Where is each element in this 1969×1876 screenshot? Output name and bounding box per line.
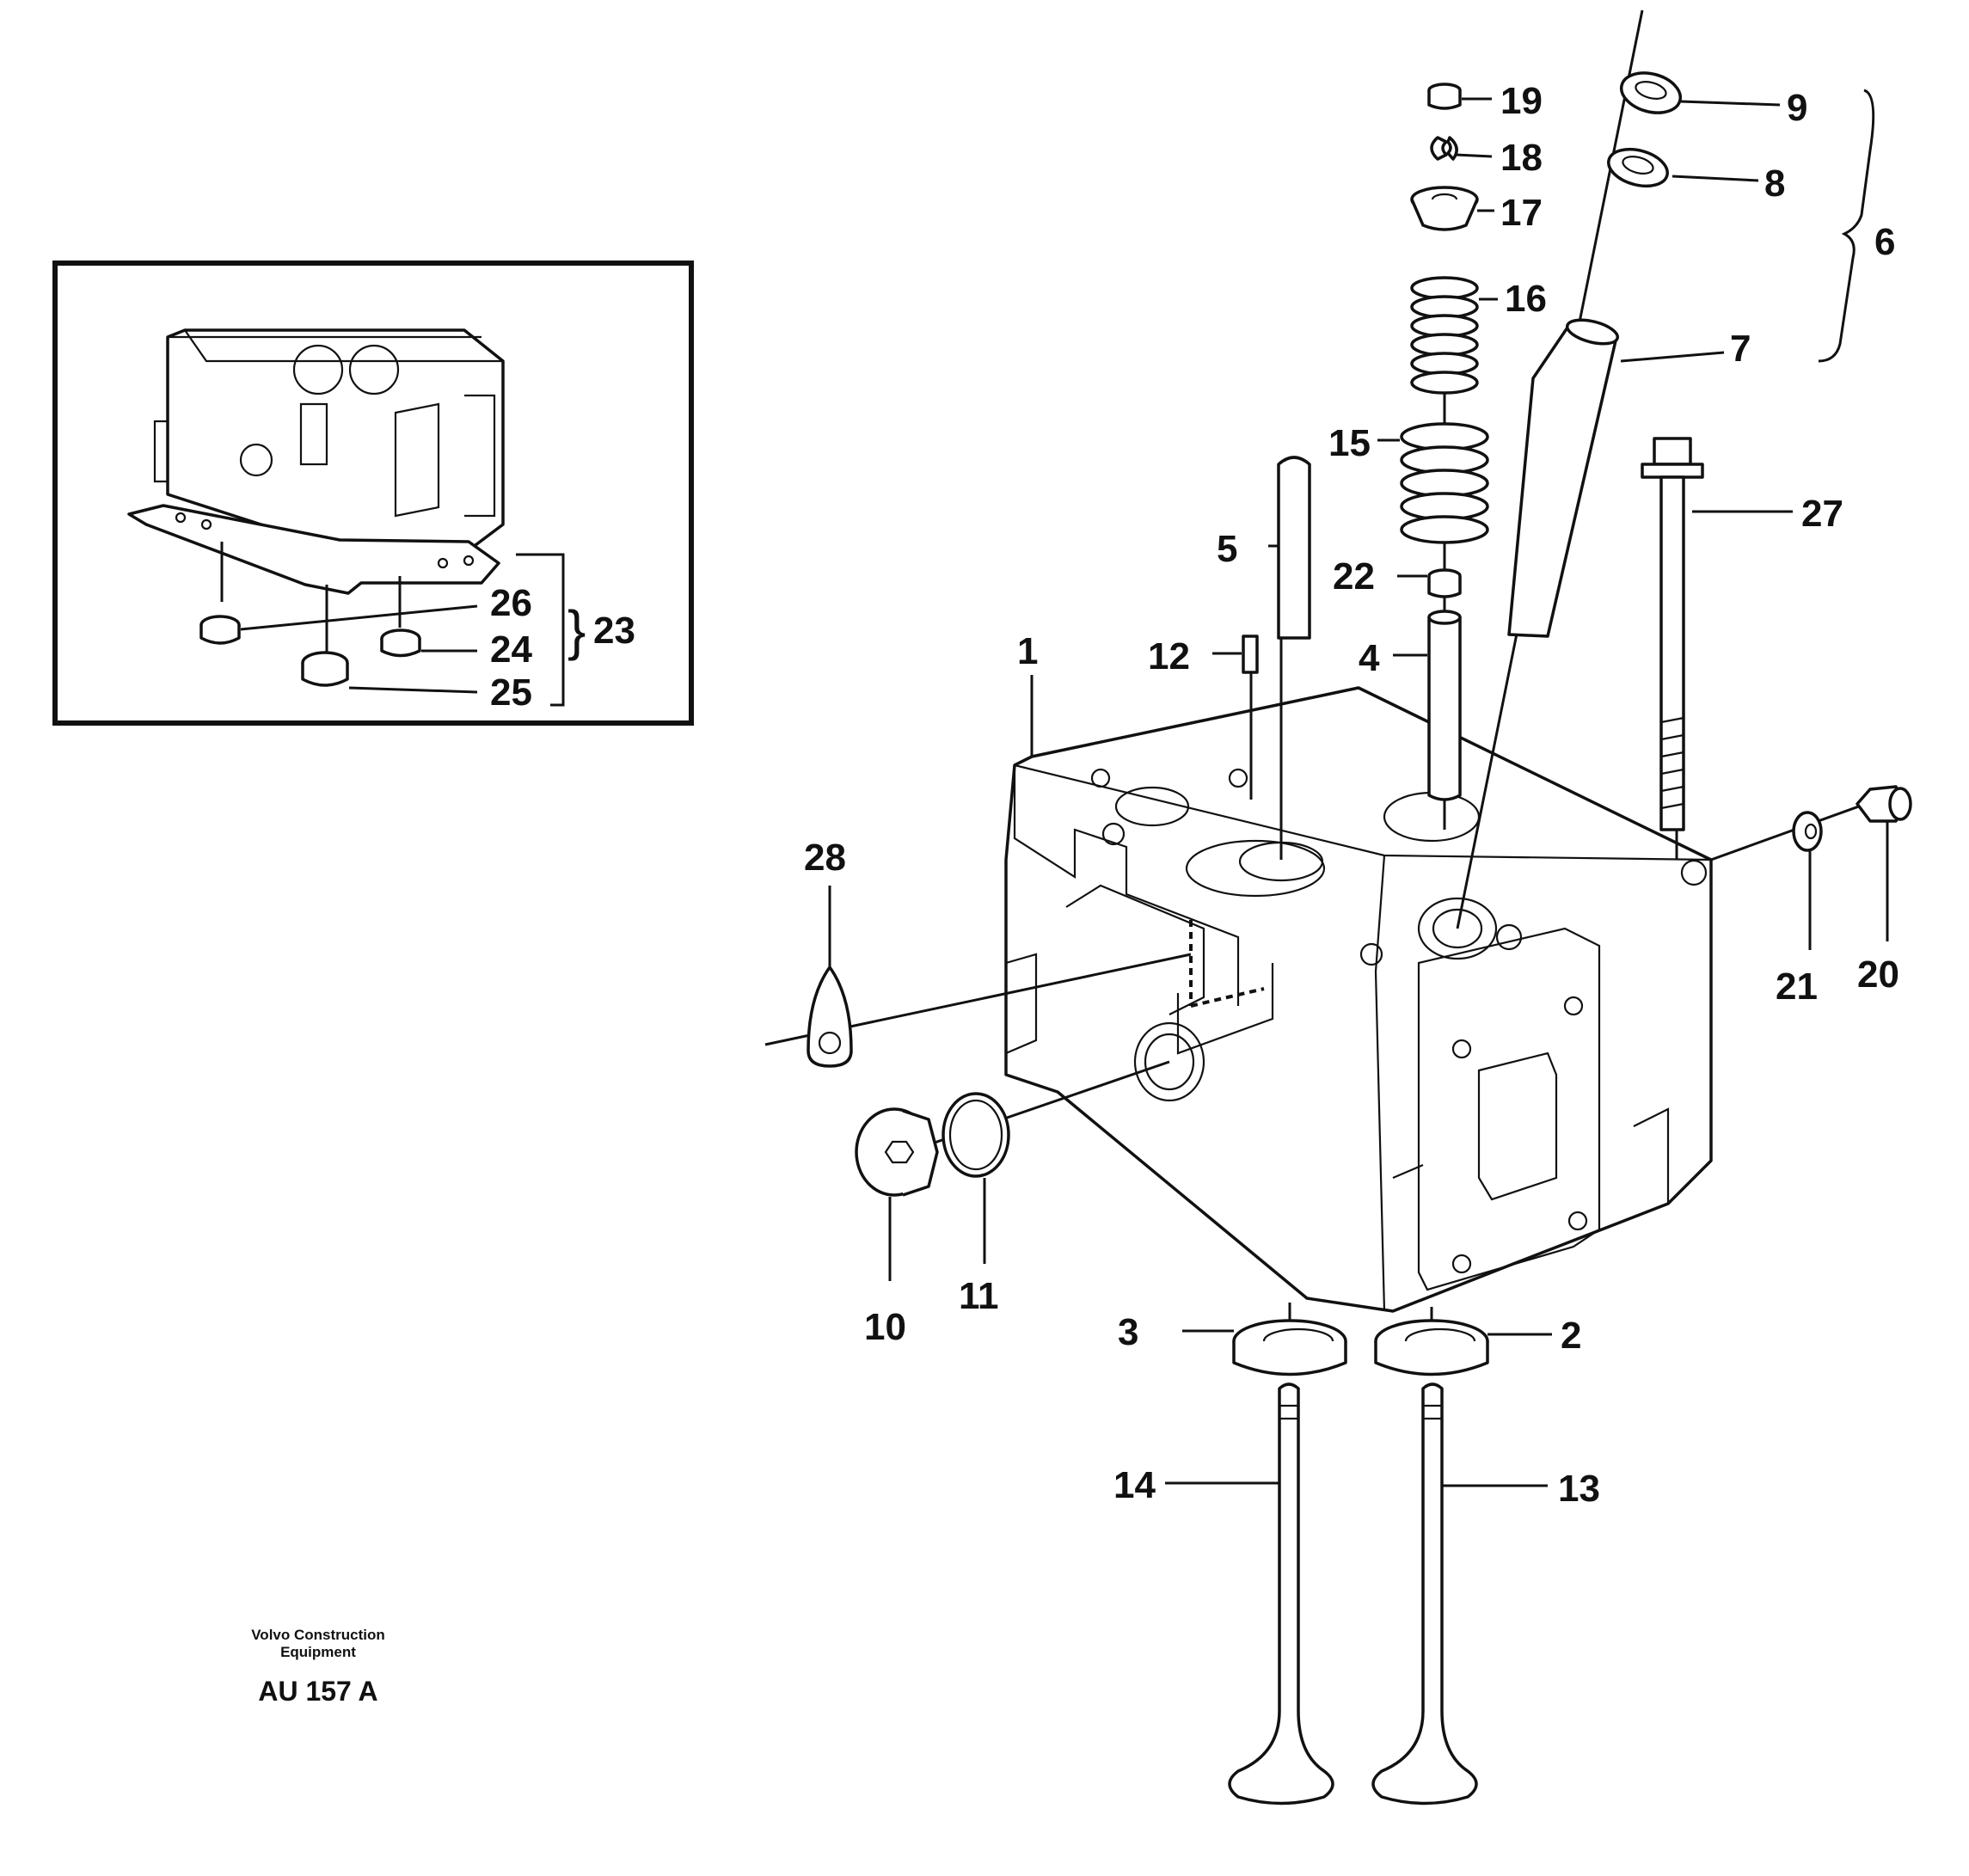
callout-26: 26: [490, 582, 532, 624]
callout-10: 10: [864, 1306, 906, 1348]
plug-10: [855, 1107, 939, 1197]
inset-frame: [52, 261, 694, 726]
callout-6: 6: [1874, 221, 1895, 263]
callout-15: 15: [1328, 422, 1371, 464]
pin-12: [1242, 635, 1259, 674]
callout-14: 14: [1113, 1464, 1156, 1506]
callout-18: 18: [1500, 137, 1543, 179]
seal-ring-9: [1619, 71, 1683, 114]
cylinder-head: [1004, 686, 1713, 1313]
valve-seat-2: [1374, 1319, 1489, 1376]
valve-14: [1228, 1382, 1334, 1805]
collet-18: [1430, 136, 1458, 161]
valve-seat-3: [1232, 1319, 1347, 1376]
plug-20: [1856, 785, 1912, 823]
inset-nut-24: [380, 628, 421, 658]
callout-2: 2: [1561, 1315, 1581, 1357]
callout-21: 21: [1776, 966, 1818, 1008]
washer-21: [1792, 811, 1823, 852]
inset-gasket: [127, 504, 500, 595]
callout-24: 24: [490, 628, 532, 671]
valve-seal-22: [1427, 568, 1462, 598]
callout-28: 28: [804, 837, 846, 879]
callout-11: 11: [959, 1275, 999, 1317]
sealing-ring-11: [942, 1092, 1010, 1178]
valve-guide-4: [1427, 610, 1462, 801]
valve-cap-19: [1427, 83, 1462, 110]
valve-spring-15: [1400, 422, 1489, 544]
callout-25: 25: [490, 671, 532, 714]
footer: Volvo Construction Equipment AU 157 A: [251, 1627, 385, 1707]
inset-cylinder-head: [153, 328, 505, 552]
callout-7: 7: [1730, 328, 1751, 370]
valve-spring-16: [1410, 276, 1479, 395]
callout-16: 16: [1505, 278, 1547, 320]
callout-1: 1: [1017, 630, 1038, 672]
valve-guide-5: [1277, 456, 1311, 640]
drawing-code: AU 157 A: [258, 1676, 377, 1707]
callout-13: 13: [1558, 1468, 1600, 1510]
inset-nut-26: [199, 615, 241, 645]
company-name-line2: Equipment: [280, 1644, 356, 1660]
bracket-6: [1818, 89, 1875, 363]
spring-retainer-17: [1410, 186, 1479, 231]
callout-labels: 1 2 3 4 5 6 7 8 9 10 11 12 13 14 15 16 1…: [490, 80, 1899, 1510]
callout-22: 22: [1333, 555, 1375, 598]
callout-20: 20: [1857, 953, 1899, 996]
callout-27: 27: [1801, 493, 1843, 535]
callout-17: 17: [1500, 192, 1543, 234]
callout-8: 8: [1764, 162, 1785, 205]
lifting-eye-28: [807, 966, 853, 1068]
callout-5: 5: [1217, 528, 1237, 570]
callout-4: 4: [1359, 637, 1380, 679]
callout-23: 23: [593, 610, 635, 652]
cylinder-head-bolt-27: [1641, 437, 1704, 831]
company-name-line1: Volvo Construction: [251, 1627, 385, 1643]
callout-19: 19: [1500, 80, 1543, 122]
seal-ring-8: [1607, 147, 1669, 188]
callout-3: 3: [1118, 1311, 1138, 1353]
valve-13: [1371, 1382, 1478, 1805]
callout-9: 9: [1787, 87, 1807, 129]
bracket-23: }: [567, 599, 586, 661]
inset-nut-25: [301, 651, 349, 687]
callout-12: 12: [1148, 635, 1190, 677]
leader-lines: [828, 97, 1889, 1487]
protective-tube-7: [1507, 318, 1620, 638]
